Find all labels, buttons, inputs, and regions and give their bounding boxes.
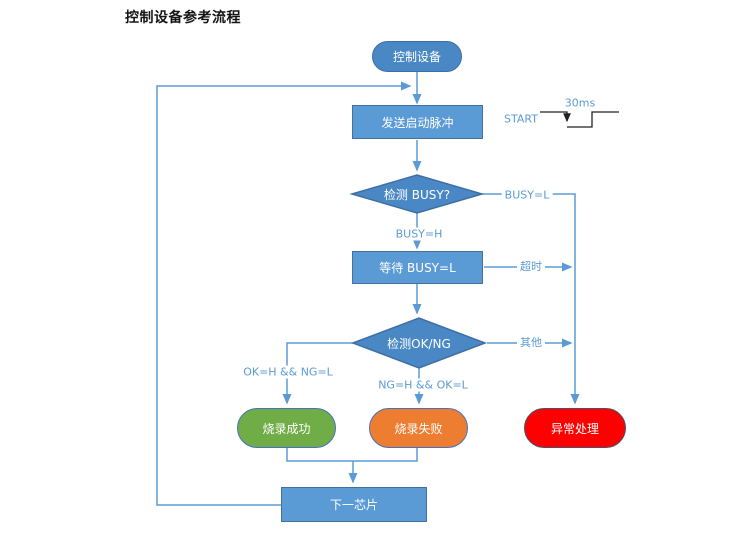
node-next-chip-label: 下一芯片: [329, 498, 378, 512]
node-burn-fail-label: 烧录失败: [394, 421, 443, 436]
start-pulse-waveform: [540, 111, 619, 128]
edge-label-ng-branch: NG=H && OK=L: [375, 378, 471, 392]
edge-label-timeout: 超时: [517, 258, 545, 274]
edge-label-busy-h: BUSY=H: [392, 227, 446, 241]
node-wait-busy: 等待 BUSY=L: [352, 251, 483, 284]
node-start-label: 控制设备: [392, 50, 441, 64]
node-burn-success-label: 烧录成功: [262, 421, 311, 436]
edge-nextchip-feedback: [156, 81, 412, 506]
check-busy-diamond: [349, 174, 485, 214]
waveform-falling-edge: [540, 111, 571, 123]
check-okng-text: 检测OK/NG: [387, 336, 451, 351]
node-burn-success: 烧录成功: [237, 408, 336, 448]
node-send-pulse-label: 发送启动脉冲: [381, 115, 454, 130]
edge-ok-to-success: [282, 342, 353, 405]
node-check-okng-label: 检测OK/NG: [354, 330, 484, 356]
node-check-busy-label: 检测 BUSY?: [352, 181, 482, 207]
waveform-30ms-label: 30ms: [564, 96, 596, 110]
node-send-pulse: 发送启动脉冲: [352, 105, 483, 139]
node-exception-label: 异常处理: [550, 421, 599, 436]
edge-busyl-to-exception: [482, 193, 580, 405]
page-title: 控制设备参考流程: [125, 10, 241, 26]
edge-label-ok-branch: OK=H && NG=L: [240, 365, 336, 379]
node-exception: 异常处理: [524, 408, 626, 448]
edge-label-busy-l: BUSY=L: [501, 188, 553, 202]
edge-join-results: [286, 448, 418, 462]
check-busy-text: 检测 BUSY?: [383, 187, 451, 202]
waveform-start-label: START: [504, 112, 538, 126]
waveform-low-high: [567, 111, 619, 128]
node-wait-busy-label: 等待 BUSY=L: [379, 261, 456, 275]
node-start-terminal: 控制设备: [372, 41, 462, 72]
node-next-chip: 下一芯片: [281, 487, 427, 522]
check-okng-diamond: [350, 317, 488, 369]
edge-label-other: 其他: [517, 334, 545, 350]
node-burn-fail: 烧录失败: [369, 408, 468, 448]
